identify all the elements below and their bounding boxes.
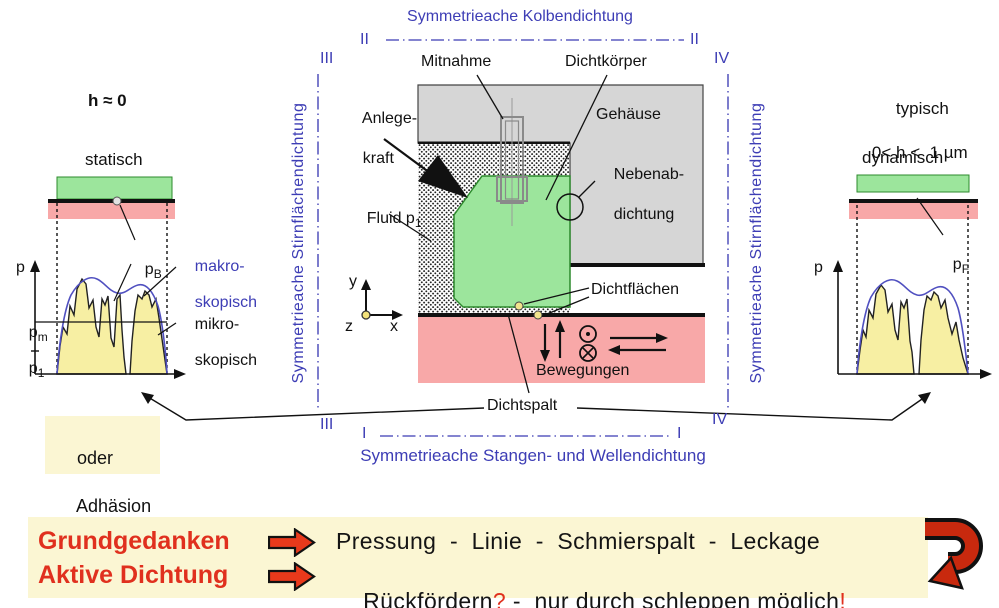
summary-row2-text: Rückfördern? - nur durch schleppen mögli… xyxy=(363,588,847,608)
marker-III-bottom: III xyxy=(320,416,334,433)
axis-z-label: z xyxy=(345,318,353,335)
summary-arrow-1 xyxy=(268,528,316,557)
static-plot-leaders xyxy=(113,204,177,336)
nebenabdichtung-label: Nebenab- dichtung xyxy=(613,166,685,223)
marker-IV-bottom: IV xyxy=(712,411,728,428)
p-axis-label-left: p xyxy=(16,259,25,276)
summary-row1-text: Pressung - Linie - Schmierspalt - Leckag… xyxy=(336,528,821,554)
pf-label: pF xyxy=(952,256,970,276)
seal-body-shape xyxy=(453,175,571,308)
motion-into-plane-icon xyxy=(579,344,597,362)
static-plot-axes xyxy=(30,260,186,379)
adhesion-note-box xyxy=(45,416,160,474)
mikroskopisch-label: mikro- skopisch xyxy=(194,316,258,369)
housing-lower-edge xyxy=(418,141,570,144)
static-rod-bar xyxy=(48,203,175,219)
micro-pressure-profile-left-1 xyxy=(56,277,127,375)
static-contact-line xyxy=(48,199,175,203)
dichtkoerper-label: Dichtkörper xyxy=(565,53,647,70)
dynamic-rod-bar xyxy=(849,203,978,219)
housing-bottom-line xyxy=(570,263,705,267)
marker-III-top: III xyxy=(320,50,334,67)
static-gap-heading: h ≈ 0 xyxy=(88,91,127,110)
summary-arrow-2 xyxy=(268,562,316,591)
left-symmetry-title: Symmetrieache Stirnflächendichtung xyxy=(290,102,307,384)
dynamic-plot-axes xyxy=(833,260,992,379)
micro-pressure-profile-left-2 xyxy=(129,289,168,375)
seal-face-dot-2 xyxy=(533,310,543,320)
macro-pressure-curve-left xyxy=(56,277,168,375)
p1-label: p1 xyxy=(28,360,45,380)
bewegungen-label: Bewegungen xyxy=(536,362,630,379)
fluid-label: Fluid p1 xyxy=(366,210,422,230)
micro-pressure-profile-right-1 xyxy=(856,283,915,375)
origin-z-dot xyxy=(361,310,371,320)
macro-pressure-curve-right xyxy=(856,279,969,375)
static-seal-bar xyxy=(56,176,173,200)
bottom-symmetry-title: Symmetrieache Stangen- und Wellendichtun… xyxy=(360,446,706,465)
movement-symbols xyxy=(540,320,668,362)
anlegekraft-label: Anlege- kraft xyxy=(361,110,418,167)
marker-II-left: II xyxy=(360,31,369,48)
axis-y-label: y xyxy=(349,273,357,290)
uturn-arrow-icon xyxy=(925,518,983,590)
dichtspalt-label: Dichtspalt xyxy=(487,397,558,414)
coordinate-system xyxy=(361,279,403,320)
contact-point-dot xyxy=(112,196,122,206)
makroskopisch-label: makro- skopisch xyxy=(194,258,258,311)
dichtflaechen-label: Dichtflächen xyxy=(591,281,680,298)
seal-face-dot-1 xyxy=(514,301,524,311)
gap-connectors xyxy=(141,392,931,421)
contact-force-arrow xyxy=(383,138,468,198)
drive-pin xyxy=(496,98,528,226)
mitnahme-label: Mitnahme xyxy=(421,53,492,70)
dynamic-seal-bar xyxy=(856,174,970,193)
dynamic-mode-label: dynamisch xyxy=(862,148,944,167)
sealing-gap-line xyxy=(418,313,705,317)
summary-row1-label: Grundgedanken xyxy=(38,527,230,555)
top-symmetry-title: Symmetrieache Kolbendichtung xyxy=(407,8,633,25)
marker-I-right: I xyxy=(677,425,682,442)
p-axis-label-right: p xyxy=(814,259,823,276)
pf-leader xyxy=(916,197,944,236)
dynamic-contact-line xyxy=(849,199,978,203)
marker-I-left: I xyxy=(362,425,367,442)
marker-II-right: II xyxy=(690,31,699,48)
axis-x-label: x xyxy=(390,318,398,335)
adhesion-note-text: oder Adhäsion xyxy=(76,448,152,516)
micro-pressure-profile-right-2 xyxy=(918,290,969,375)
marker-IV-top: IV xyxy=(714,50,730,67)
cross-section xyxy=(361,74,705,394)
summary-box xyxy=(28,517,928,598)
leader-lines xyxy=(388,74,608,394)
dynamic-plot xyxy=(833,174,992,379)
motion-out-of-plane-icon xyxy=(579,325,597,343)
static-mode-label: statisch xyxy=(85,150,143,169)
right-symmetry-title: Symmetrieache Stirnflächendichtung xyxy=(748,102,765,384)
dynamic-gap-heading: typisch 0< h < 1 µm xyxy=(871,99,968,162)
secondary-seal-circle xyxy=(556,193,584,221)
pb-label: pB xyxy=(144,261,162,281)
static-plot xyxy=(30,176,186,379)
gehaeuse-label: Gehäuse xyxy=(596,106,661,123)
symmetry-axes xyxy=(317,39,729,437)
summary-row2-label: Aktive Dichtung xyxy=(38,561,229,589)
pm-label: pm xyxy=(28,324,48,344)
